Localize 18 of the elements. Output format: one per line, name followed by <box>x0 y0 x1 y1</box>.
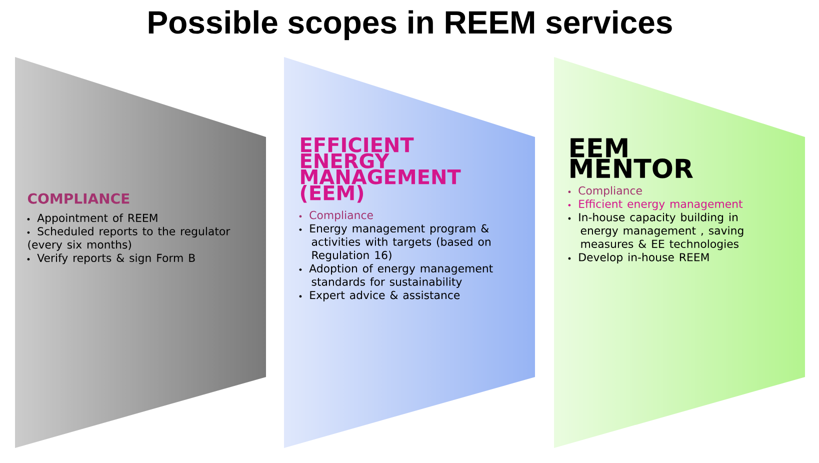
bullet-item: Scheduled reports to the regulator (every six months) <box>27 226 230 251</box>
bullet-item: Verify reports & sign Form B <box>27 254 195 264</box>
scope-panel <box>299 137 493 302</box>
title: Possible scopes in REEM services <box>148 10 672 40</box>
bullet-item: In-house capacity building in energy management , saving measures & EE technologies <box>568 212 744 250</box>
bullet-item: Compliance <box>568 186 642 197</box>
bullet-item: Expert advice & assistance <box>299 290 460 302</box>
bullet-item: Develop in-house REEM <box>568 252 709 264</box>
panel-heading: EEM MENTOR <box>570 138 693 178</box>
panel-heading: EFFICIENT ENERGY MANAGEMENT (EEM) <box>300 137 461 203</box>
bullet-item: Compliance <box>299 210 373 222</box>
scope-panel <box>27 193 230 264</box>
bullet-item: Appointment of REEM <box>27 214 158 224</box>
bullet-item: Efficient energy management <box>568 200 743 210</box>
panel-heading: COMPLIANCE <box>28 193 130 204</box>
scope-panel <box>568 138 744 264</box>
bullet-item: Adoption of energy management standards for sustainability <box>299 264 493 288</box>
bullet-item: Energy management program & activities with targets (based on Regulation 16) <box>299 224 490 262</box>
